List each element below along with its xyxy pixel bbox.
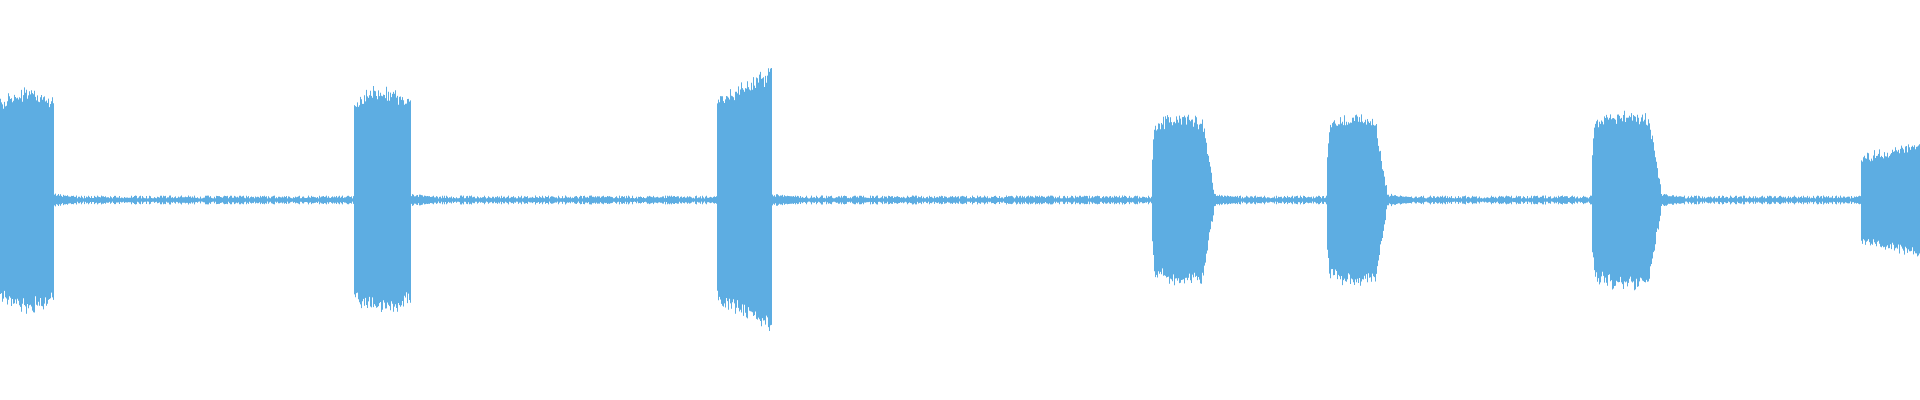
waveform-bars bbox=[0, 68, 1920, 331]
waveform-trace bbox=[0, 68, 1920, 331]
